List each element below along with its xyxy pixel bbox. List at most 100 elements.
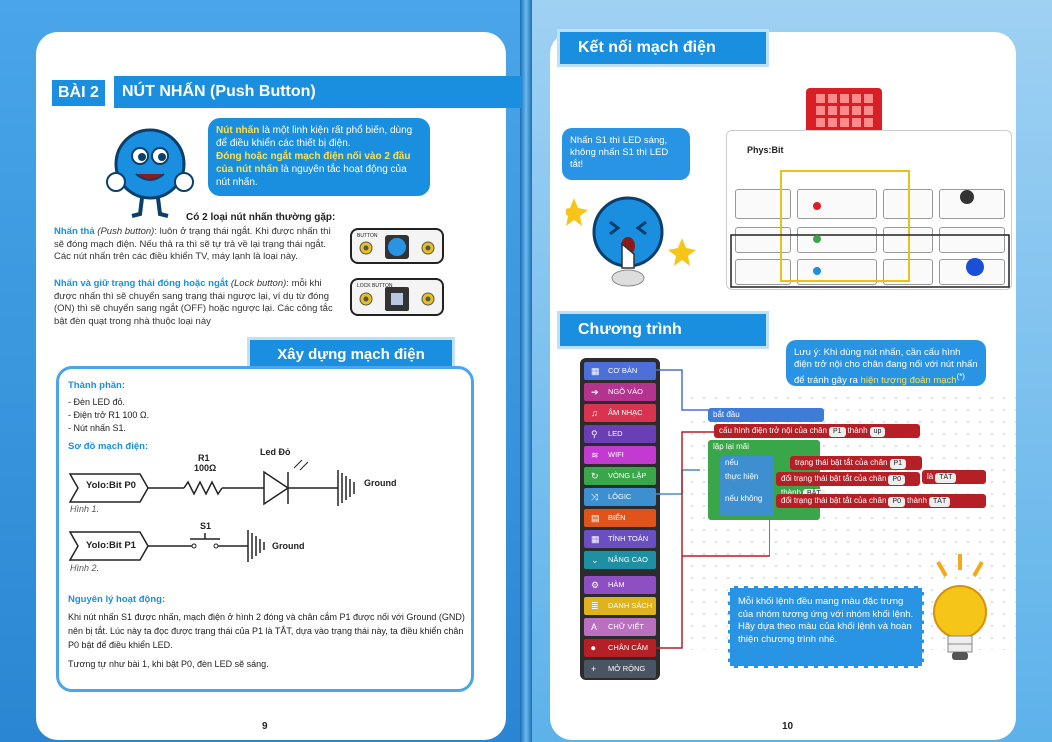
chevron-down-icon: ⌄ — [591, 555, 599, 565]
diagram1-r-name: R1 — [198, 453, 210, 463]
component-1: - Đèn LED đỏ. — [68, 397, 126, 407]
principle-title: Nguyên lý hoạt động: — [68, 594, 166, 605]
plus-icon: + — [591, 664, 597, 674]
push-text: : luôn ở trạng thái ngắt. Khi được nhấn … — [54, 226, 332, 262]
circuit-section — [56, 366, 474, 692]
note-text: Lưu ý: Khi dùng nút nhấn, cần cấu hình đ… — [794, 347, 978, 387]
note-sup: (*) — [956, 372, 965, 381]
lock-card-label: LOCK BUTTON — [357, 283, 393, 289]
palette-wifi[interactable]: ≋WIFI — [584, 446, 656, 464]
arrow-in-icon: ➔ — [591, 387, 599, 397]
board-label: Phys:Bit — [747, 145, 784, 155]
block-write-p0-on[interactable]: đổi trạng thái bật tắt của chânP0thànhBẬ… — [776, 472, 920, 499]
led-hint-bubble: Nhấn S1 thì LED sáng, không nhấn S1 thì … — [562, 128, 690, 180]
lock-term-en: (Lock button) — [228, 278, 287, 289]
block-start[interactable]: bắt đầu — [708, 408, 824, 422]
lock-text: : mỗi khi được nhấn thì sẽ chuyển sang t… — [54, 278, 333, 327]
principle-text: Khi nút nhấn S1 được nhấn, mạch điện ở h… — [68, 612, 465, 650]
diagram2-switch: S1 — [200, 521, 212, 531]
palette-music[interactable]: ♫ÂM NHẠC — [584, 404, 656, 422]
palette-functions[interactable]: ⚙HÀM — [584, 576, 656, 594]
if-pin-dropdown[interactable]: P1 — [889, 459, 907, 469]
config-pin-dropdown[interactable]: P1 — [828, 427, 846, 437]
intro-highlight-2: Đóng hoặc ngắt mạch điện nối vào 2 đầu c… — [216, 151, 411, 175]
push-button-icon — [359, 235, 435, 259]
palette-arrays[interactable]: ≣DANH SÁCH — [584, 597, 656, 615]
diagram1-source: Yolo:Bit P0 — [86, 480, 136, 491]
note-highlight: hiện tượng đoản mạch — [860, 375, 957, 387]
lightbulb-icon — [933, 554, 987, 660]
list-icon: ≣ — [591, 601, 599, 611]
push-button-card: BUTTON — [350, 228, 444, 264]
shuffle-icon: ⤨ — [591, 492, 599, 502]
palette-basic[interactable]: ▦CƠ BẢN — [584, 362, 656, 380]
compare-value-dropdown[interactable]: TẮT — [935, 473, 957, 483]
principle-text-2: Tương tự như bài 1, khi bật P0, đèn LED … — [68, 659, 269, 669]
program-tab: Chương trình — [560, 314, 766, 346]
block-if-else[interactable]: nếu thực hiện nếu không — [720, 456, 774, 516]
palette-loop[interactable]: ↻VÒNG LẶP — [584, 467, 656, 485]
circuit-diagram-1 — [68, 459, 355, 506]
gear-icon: ⚙ — [591, 580, 600, 590]
types-heading: Có 2 loại nút nhấn thường gặp: — [186, 212, 336, 223]
diagram1-r-value: 100Ω — [194, 463, 217, 473]
push-term: Nhấn thả — [54, 226, 95, 237]
lock-button-desc: Nhấn và giữ trạng thái đóng hoặc ngắt (L… — [54, 278, 338, 328]
connector-lines — [654, 369, 770, 649]
intro-highlight-1: Nút nhấn — [216, 125, 260, 136]
music-note-icon: ♫ — [591, 408, 598, 418]
intro-text-2: là nguyên tắc hoạt động của nút nhấn. — [216, 164, 407, 188]
figure-1-caption: Hình 1. — [70, 504, 100, 514]
component-2: - Điện trở R1 100 Ω. — [68, 410, 150, 420]
palette-variables[interactable]: ▤BIẾN — [584, 509, 656, 527]
tip-box: Mỗi khối lệnh đều mang màu đặc trưng của… — [728, 586, 924, 668]
diagram-title: Sơ đồ mạch điện: — [68, 441, 149, 452]
lesson-tag: BÀI 2 — [52, 80, 105, 106]
components-title: Thành phần: — [68, 380, 125, 391]
circuit-diagram-2 — [68, 530, 265, 562]
push-card-label: BUTTON — [357, 233, 378, 239]
physbit-board: Phys:Bit — [726, 130, 1012, 290]
palette-extensions[interactable]: +MỞ RỘNG — [584, 660, 656, 678]
board-cell — [797, 189, 877, 219]
lesson-title: NÚT NHẤN (Push Button) — [110, 76, 522, 108]
list-icon: ▤ — [591, 513, 600, 523]
page-number-left: 9 — [262, 721, 268, 732]
pin-icon: ⏺ — [591, 643, 596, 653]
push-term-en: (Push button) — [94, 226, 155, 237]
pressing-mascot-icon — [566, 196, 696, 287]
palette-logic[interactable]: ⤨LÔGIC — [584, 488, 656, 506]
shortcircuit-note: Lưu ý: Khi dùng nút nhấn, cần cấu hình đ… — [786, 340, 986, 386]
figure-2-caption: Hình 2. — [70, 563, 100, 573]
lock-button-icon — [359, 287, 435, 311]
text-icon: A — [591, 622, 598, 632]
intro-text-1: là một linh kiện rất phổ biến, dùng để đ… — [216, 125, 413, 149]
diagram1-led: Led Đỏ — [260, 447, 291, 457]
connect-circuit-tab: Kết nối mạch điện — [560, 32, 766, 64]
config-value-dropdown[interactable]: up — [869, 427, 886, 437]
mascot-icon — [106, 128, 194, 218]
build-circuit-banner: Xây dựng mạch điện — [250, 340, 452, 370]
loop-icon: ↻ — [591, 471, 599, 481]
board-cell — [939, 227, 1005, 253]
lock-term: Nhấn và giữ trạng thái đóng hoặc ngắt — [54, 278, 229, 289]
push-button-desc: Nhấn thả (Push button): luôn ở trạng thá… — [54, 226, 338, 264]
calculator-icon: ▦ — [591, 534, 600, 544]
palette-input[interactable]: ➔NGÕ VÀO — [584, 383, 656, 401]
diagram2-source: Yolo:Bit P1 — [86, 540, 136, 551]
palette-pins[interactable]: ⏺CHÂN CẮM — [584, 639, 656, 657]
palette-math[interactable]: ▦TÍNH TOÁN — [584, 530, 656, 548]
lock-button-card: LOCK BUTTON — [350, 278, 444, 316]
palette-led[interactable]: ⚲LED — [584, 425, 656, 443]
wifi-icon: ≋ — [591, 450, 599, 460]
intro-bubble: Nút nhấn là một linh kiện rất phổ biến, … — [208, 118, 430, 196]
palette-advanced[interactable]: ⌄NÂNG CAO — [584, 551, 656, 569]
diagram2-ground: Ground — [272, 541, 305, 551]
component-3: - Nút nhấn S1. — [68, 423, 127, 433]
block-palette: ▦CƠ BẢN ➔NGÕ VÀO ♫ÂM NHẠC ⚲LED ≋WIFI ↻VÒ… — [580, 358, 660, 680]
